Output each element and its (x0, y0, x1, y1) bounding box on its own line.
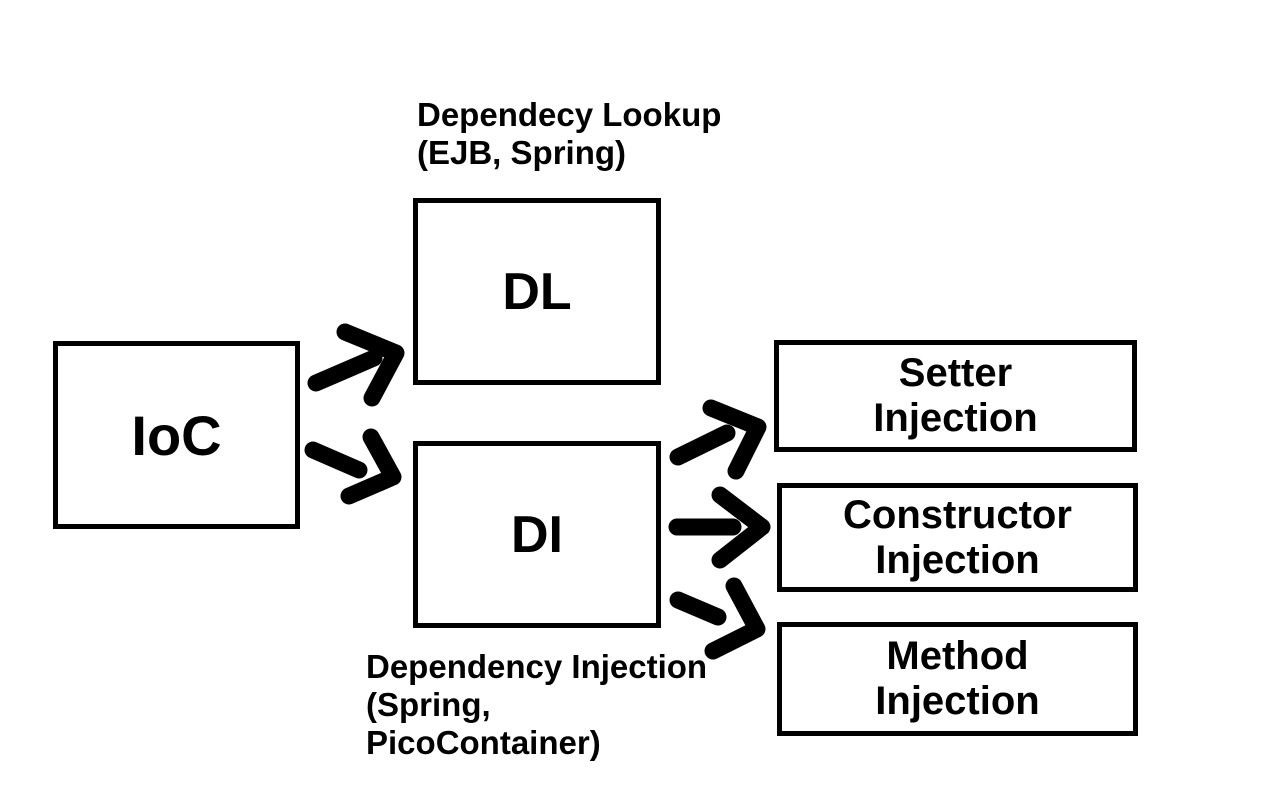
dl-box-label: DL (502, 262, 572, 321)
ioc-box: IoC (53, 341, 300, 529)
constructor-injection-box-label: Constructor Injection (843, 492, 1072, 582)
method-injection-box: Method Injection (777, 622, 1138, 736)
dependency-injection-note: Dependency Injection (Spring, PicoContai… (366, 648, 708, 761)
setter-injection-box-label: Setter Injection (873, 351, 1038, 440)
constructor-injection-box: Constructor Injection (777, 483, 1138, 592)
arrow-di-to-method-injection (669, 577, 766, 660)
dependency-lookup-note: Dependecy Lookup (EJB, Spring) (417, 96, 722, 171)
ioc-box-label: IoC (131, 403, 222, 467)
method-injection-box-label: Method Injection (875, 634, 1040, 723)
setter-injection-box: Setter Injection (774, 340, 1137, 452)
di-box: DI (413, 441, 661, 628)
arrow-di-to-constructor-injection (668, 486, 771, 569)
arrow-ioc-to-dl (307, 323, 405, 407)
arrow-di-to-setter-injection (669, 399, 767, 480)
di-box-label: DI (511, 505, 563, 564)
dl-box: DL (413, 198, 661, 385)
arrow-ioc-to-di (304, 428, 402, 505)
